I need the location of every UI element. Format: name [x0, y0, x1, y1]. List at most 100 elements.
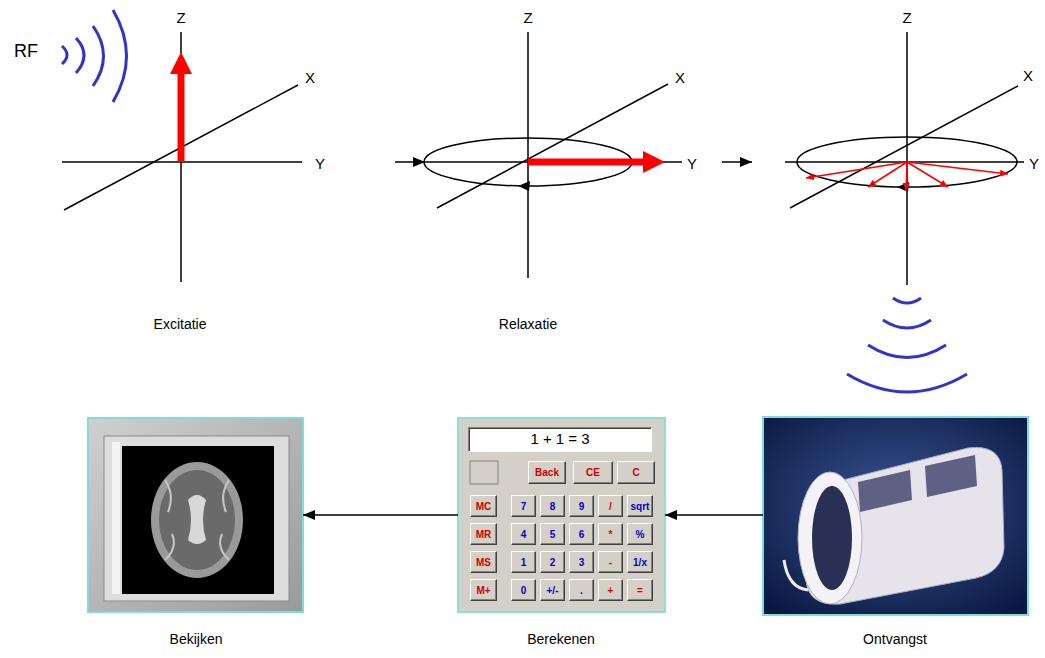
- relaxation-axes: [420, 32, 682, 278]
- calculator-key: 0: [511, 579, 536, 601]
- rotation-arrowhead: [897, 182, 909, 192]
- x-axis: [437, 84, 668, 208]
- calculator-key: /: [598, 495, 623, 517]
- key-label: sqrt: [631, 501, 650, 512]
- x-axis: [790, 86, 1018, 208]
- calculator-key: CE: [573, 461, 613, 484]
- calculator-key: =: [627, 579, 653, 601]
- stage-panel: RF Z X Y Excitatie: [8, 4, 395, 340]
- key-label: *: [609, 529, 613, 540]
- signal-wave: [847, 374, 967, 392]
- key-label: MC: [476, 501, 492, 512]
- brain-matter: [159, 470, 235, 570]
- spin-vector: [906, 162, 907, 191]
- calculator-key: 4: [511, 523, 536, 545]
- stage-panel: ZXYRelaxatie: [425, 4, 722, 340]
- key-label: 1/x: [633, 557, 647, 568]
- key-label: 4: [521, 529, 527, 540]
- calculator-key: 9: [569, 495, 594, 517]
- vector-head: [170, 52, 192, 74]
- key-label: 1: [521, 557, 527, 568]
- display-readout: 1 + 1 = 3: [530, 431, 589, 448]
- calculator-key: +/-: [540, 579, 565, 601]
- coil-photo: [763, 417, 1028, 615]
- flow-arrow: [395, 161, 425, 163]
- key-label: 5: [550, 529, 556, 540]
- calculator-key: 6: [569, 523, 594, 545]
- ventricle: [188, 495, 206, 544]
- photo-frame: [763, 417, 1028, 615]
- coil-front: [798, 472, 862, 604]
- key-label: 3: [579, 557, 585, 568]
- memory-indicator: [470, 461, 498, 484]
- calculator-key: M+: [470, 579, 497, 601]
- stage-caption: Ontvangst: [863, 632, 927, 647]
- stage-caption: Bekijken: [170, 632, 223, 647]
- signal-wave: [868, 345, 946, 358]
- calculator-key: MC: [470, 495, 497, 517]
- key-label: MR: [476, 529, 492, 540]
- calculator-key: *: [598, 523, 623, 545]
- calculator-key: 1/x: [627, 551, 653, 573]
- axis-label: X: [305, 70, 315, 87]
- key-label: 0: [521, 585, 527, 596]
- calculator-key: MR: [470, 523, 497, 545]
- calculator-key: 5: [540, 523, 565, 545]
- key-label: 2: [550, 557, 556, 568]
- key-label: 7: [521, 501, 527, 512]
- y-axis: [420, 161, 682, 163]
- signal-wave: [883, 320, 931, 328]
- key-label: C: [632, 467, 639, 478]
- film-card: [104, 436, 289, 601]
- calculator-key: Back: [528, 461, 566, 484]
- key-label: -: [609, 557, 612, 568]
- viewer-frame: [88, 418, 303, 612]
- calculator-key: 8: [540, 495, 565, 517]
- calculator-key: sqrt: [627, 495, 653, 517]
- rf-label: RF: [14, 42, 38, 62]
- brain-slice: [151, 462, 243, 578]
- key-label: %: [636, 529, 645, 540]
- calculator-panel: Berekenen1 + 1 = 3BackCECMC789/sqrtMR456…: [458, 418, 665, 650]
- flow-arrow: [665, 514, 763, 516]
- signal-wave: [893, 298, 921, 303]
- axis-label: Z: [902, 10, 911, 27]
- calculator-key: -: [598, 551, 623, 573]
- excitation-axes: [62, 10, 302, 282]
- dephasing-axes: [785, 32, 1024, 392]
- z-axis: [527, 32, 529, 278]
- flow-arrow: [722, 161, 752, 163]
- stage-caption: Relaxatie: [499, 317, 557, 332]
- axis-label: Y: [315, 156, 325, 173]
- film-image: [122, 446, 274, 594]
- spin-vector: [907, 162, 1008, 174]
- spin-vector: [806, 162, 907, 178]
- axis-label: Y: [1029, 156, 1039, 173]
- key-label: /: [609, 501, 612, 512]
- flow-arrow: [303, 514, 458, 516]
- calculator-display: 1 + 1 = 3: [468, 427, 652, 452]
- stage-caption: Excitatie: [154, 317, 207, 332]
- rf-wave: [113, 10, 127, 102]
- calculator-key: 1: [511, 551, 536, 573]
- spin-vector: [868, 162, 907, 187]
- magnetization-vector: [178, 72, 185, 162]
- coil-window: [925, 455, 977, 497]
- mri-viewer: [88, 418, 303, 612]
- calculator-key: 2: [540, 551, 565, 573]
- rotation-arrowhead: [518, 181, 530, 191]
- axis-label: Z: [176, 10, 185, 27]
- key-label: +: [608, 585, 614, 596]
- coil-cable: [784, 560, 808, 590]
- rf-wave: [93, 26, 104, 86]
- calculator-key: %: [627, 523, 653, 545]
- key-label: CE: [586, 467, 600, 478]
- key-label: 6: [579, 529, 585, 540]
- calculator-key: MS: [470, 551, 497, 573]
- coil-body: [806, 447, 1004, 604]
- magnetization-vector: [528, 159, 645, 166]
- brain-gyri: [165, 480, 229, 560]
- calculator-window: [458, 418, 665, 612]
- key-label: =: [637, 585, 643, 596]
